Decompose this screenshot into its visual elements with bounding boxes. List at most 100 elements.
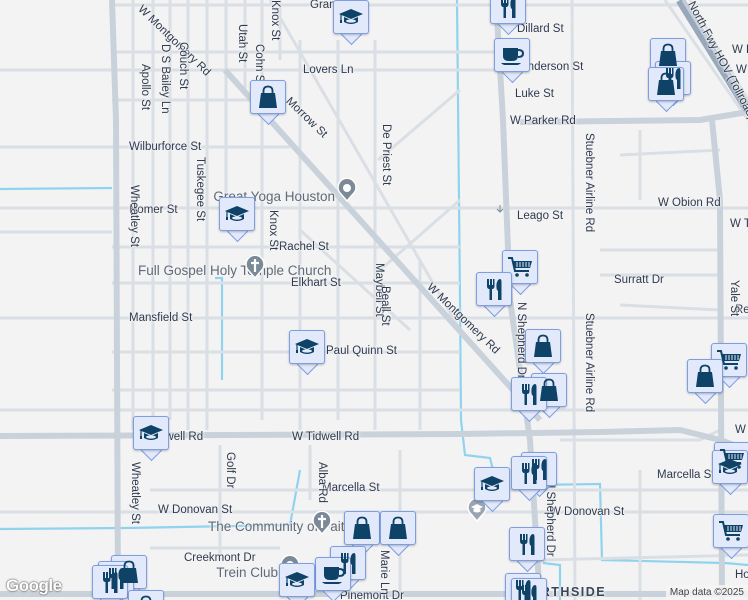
google-logo: Google bbox=[6, 576, 62, 595]
poi-label[interactable]: Trein Club bbox=[216, 565, 278, 580]
map-marker-shopping[interactable] bbox=[525, 329, 561, 375]
street-label: Yale St bbox=[728, 280, 740, 317]
street-label: Marcella St bbox=[322, 482, 380, 494]
street-label: Wilburforce St bbox=[129, 141, 202, 153]
street-label: Alba Rd bbox=[316, 462, 328, 503]
map-marker-restaurant[interactable] bbox=[511, 578, 547, 600]
street-label: Leago St bbox=[517, 210, 564, 222]
street-label: Couch St bbox=[177, 42, 189, 90]
one-way-arrow-icon bbox=[496, 205, 504, 213]
street-label: Reed Rd bbox=[735, 304, 748, 316]
map-marker-shopping[interactable] bbox=[128, 590, 164, 600]
map-marker-school[interactable] bbox=[133, 416, 169, 462]
map-marker-school[interactable] bbox=[279, 563, 315, 600]
street-label: W Obion Rd bbox=[658, 197, 721, 209]
map-attribution[interactable]: Map data ©2025 bbox=[665, 585, 748, 600]
street-label: Golf Dr bbox=[224, 452, 236, 489]
restaurant-icon bbox=[516, 582, 542, 600]
street-label: W Parker Rd bbox=[732, 44, 748, 56]
street-label: Beall St bbox=[379, 286, 391, 326]
street-label: Stuebner Airline Rd bbox=[583, 133, 595, 233]
map-marker-school[interactable] bbox=[712, 450, 748, 496]
shopping-bag-icon bbox=[655, 42, 681, 68]
street-label: Wheatley St bbox=[128, 185, 140, 247]
restaurant-icon bbox=[335, 550, 361, 576]
street-label: W Tidwell Rd bbox=[735, 424, 748, 436]
street-label: Pinemont Dr bbox=[340, 590, 404, 600]
shopping-bag-icon bbox=[692, 363, 718, 389]
map-marker-restaurant[interactable] bbox=[490, 0, 526, 36]
street-label: Creekmont Dr bbox=[184, 552, 256, 564]
street-label: Surratt Dr bbox=[614, 274, 664, 286]
restaurant-icon bbox=[495, 0, 521, 20]
map-marker-shopping[interactable] bbox=[344, 511, 380, 557]
pin-dot-icon[interactable] bbox=[337, 177, 357, 203]
street-label: Rachel St bbox=[279, 241, 329, 253]
shopping-bag-icon bbox=[133, 594, 159, 600]
restaurant-icon bbox=[516, 381, 542, 407]
shopping-bag-icon bbox=[349, 515, 375, 541]
street-label: Stuebner Airline Rd bbox=[583, 313, 595, 413]
map-marker-shopping[interactable] bbox=[380, 511, 416, 557]
map-marker-cafe[interactable] bbox=[494, 38, 530, 84]
street-label: Lovers Ln bbox=[303, 64, 354, 76]
shopping-bag-icon bbox=[536, 377, 562, 403]
map-marker-school[interactable] bbox=[333, 0, 369, 46]
school-icon bbox=[138, 420, 164, 446]
shopping-bag-icon bbox=[530, 333, 556, 359]
map-marker-restaurant[interactable] bbox=[92, 565, 128, 600]
map-marker-shopping[interactable] bbox=[648, 67, 684, 113]
map-marker-shopping[interactable] bbox=[531, 373, 567, 419]
cross-icon[interactable] bbox=[245, 254, 265, 280]
poi-label[interactable]: The Community of Faith Church bbox=[208, 519, 400, 534]
map-marker-grocery[interactable] bbox=[713, 514, 748, 560]
street-label: Anderson St bbox=[520, 61, 584, 73]
street-label: Luke St bbox=[515, 88, 554, 100]
street-label: W Tidwell Rd bbox=[730, 218, 748, 230]
street-label: Apollo St bbox=[139, 64, 151, 111]
shopping-bag-icon bbox=[255, 84, 281, 110]
street-label: W Parker Rd bbox=[510, 115, 576, 127]
street-label: W Parker Rd bbox=[736, 64, 748, 76]
street-label: Marcella St bbox=[657, 469, 715, 481]
street-label: W Tidwell Rd bbox=[292, 431, 360, 443]
grocery-cart-icon bbox=[716, 347, 742, 373]
map-marker-school[interactable] bbox=[289, 330, 325, 376]
school-icon bbox=[224, 201, 250, 227]
map-marker-restaurant[interactable] bbox=[511, 377, 547, 423]
map-marker-shopping[interactable] bbox=[687, 359, 723, 405]
map-marker-restaurant[interactable] bbox=[511, 456, 547, 502]
street-label: W Donovan St bbox=[550, 506, 625, 518]
street-label: D S Bailey Ln bbox=[159, 44, 171, 114]
street-label: Homer St bbox=[129, 204, 178, 216]
street-label: Dillard St bbox=[517, 23, 564, 35]
street-label: Elkhart St bbox=[291, 277, 341, 289]
shopping-bag-icon bbox=[385, 515, 411, 541]
restaurant-icon bbox=[481, 276, 507, 302]
street-label: De Priest St bbox=[380, 124, 392, 186]
cross-icon[interactable] bbox=[312, 510, 332, 536]
map-marker-restaurant[interactable] bbox=[509, 527, 545, 573]
poi-label[interactable]: Full Gospel Holy Temple Church bbox=[138, 263, 332, 278]
school-icon bbox=[284, 567, 310, 593]
school-icon bbox=[294, 334, 320, 360]
map-marker-cafe[interactable] bbox=[315, 557, 351, 600]
school-icon bbox=[338, 4, 364, 30]
street-label: Tuskegee St bbox=[194, 157, 206, 222]
shopping-bag-icon bbox=[653, 71, 679, 97]
map-marker-grocery[interactable] bbox=[502, 250, 538, 296]
map-marker-restaurant[interactable] bbox=[476, 272, 512, 318]
street-label: Paul Quinn St bbox=[326, 345, 397, 357]
grocery-cart-icon bbox=[507, 254, 533, 280]
restaurant-icon bbox=[516, 460, 542, 486]
street-label: Knox St bbox=[267, 210, 279, 251]
map-marker-school[interactable] bbox=[219, 197, 255, 243]
street-label: W Tidwell Rd bbox=[136, 431, 204, 443]
map-marker-grocery[interactable] bbox=[711, 343, 747, 389]
map-marker-school[interactable] bbox=[474, 467, 510, 513]
map-marker-shopping[interactable] bbox=[250, 80, 286, 126]
